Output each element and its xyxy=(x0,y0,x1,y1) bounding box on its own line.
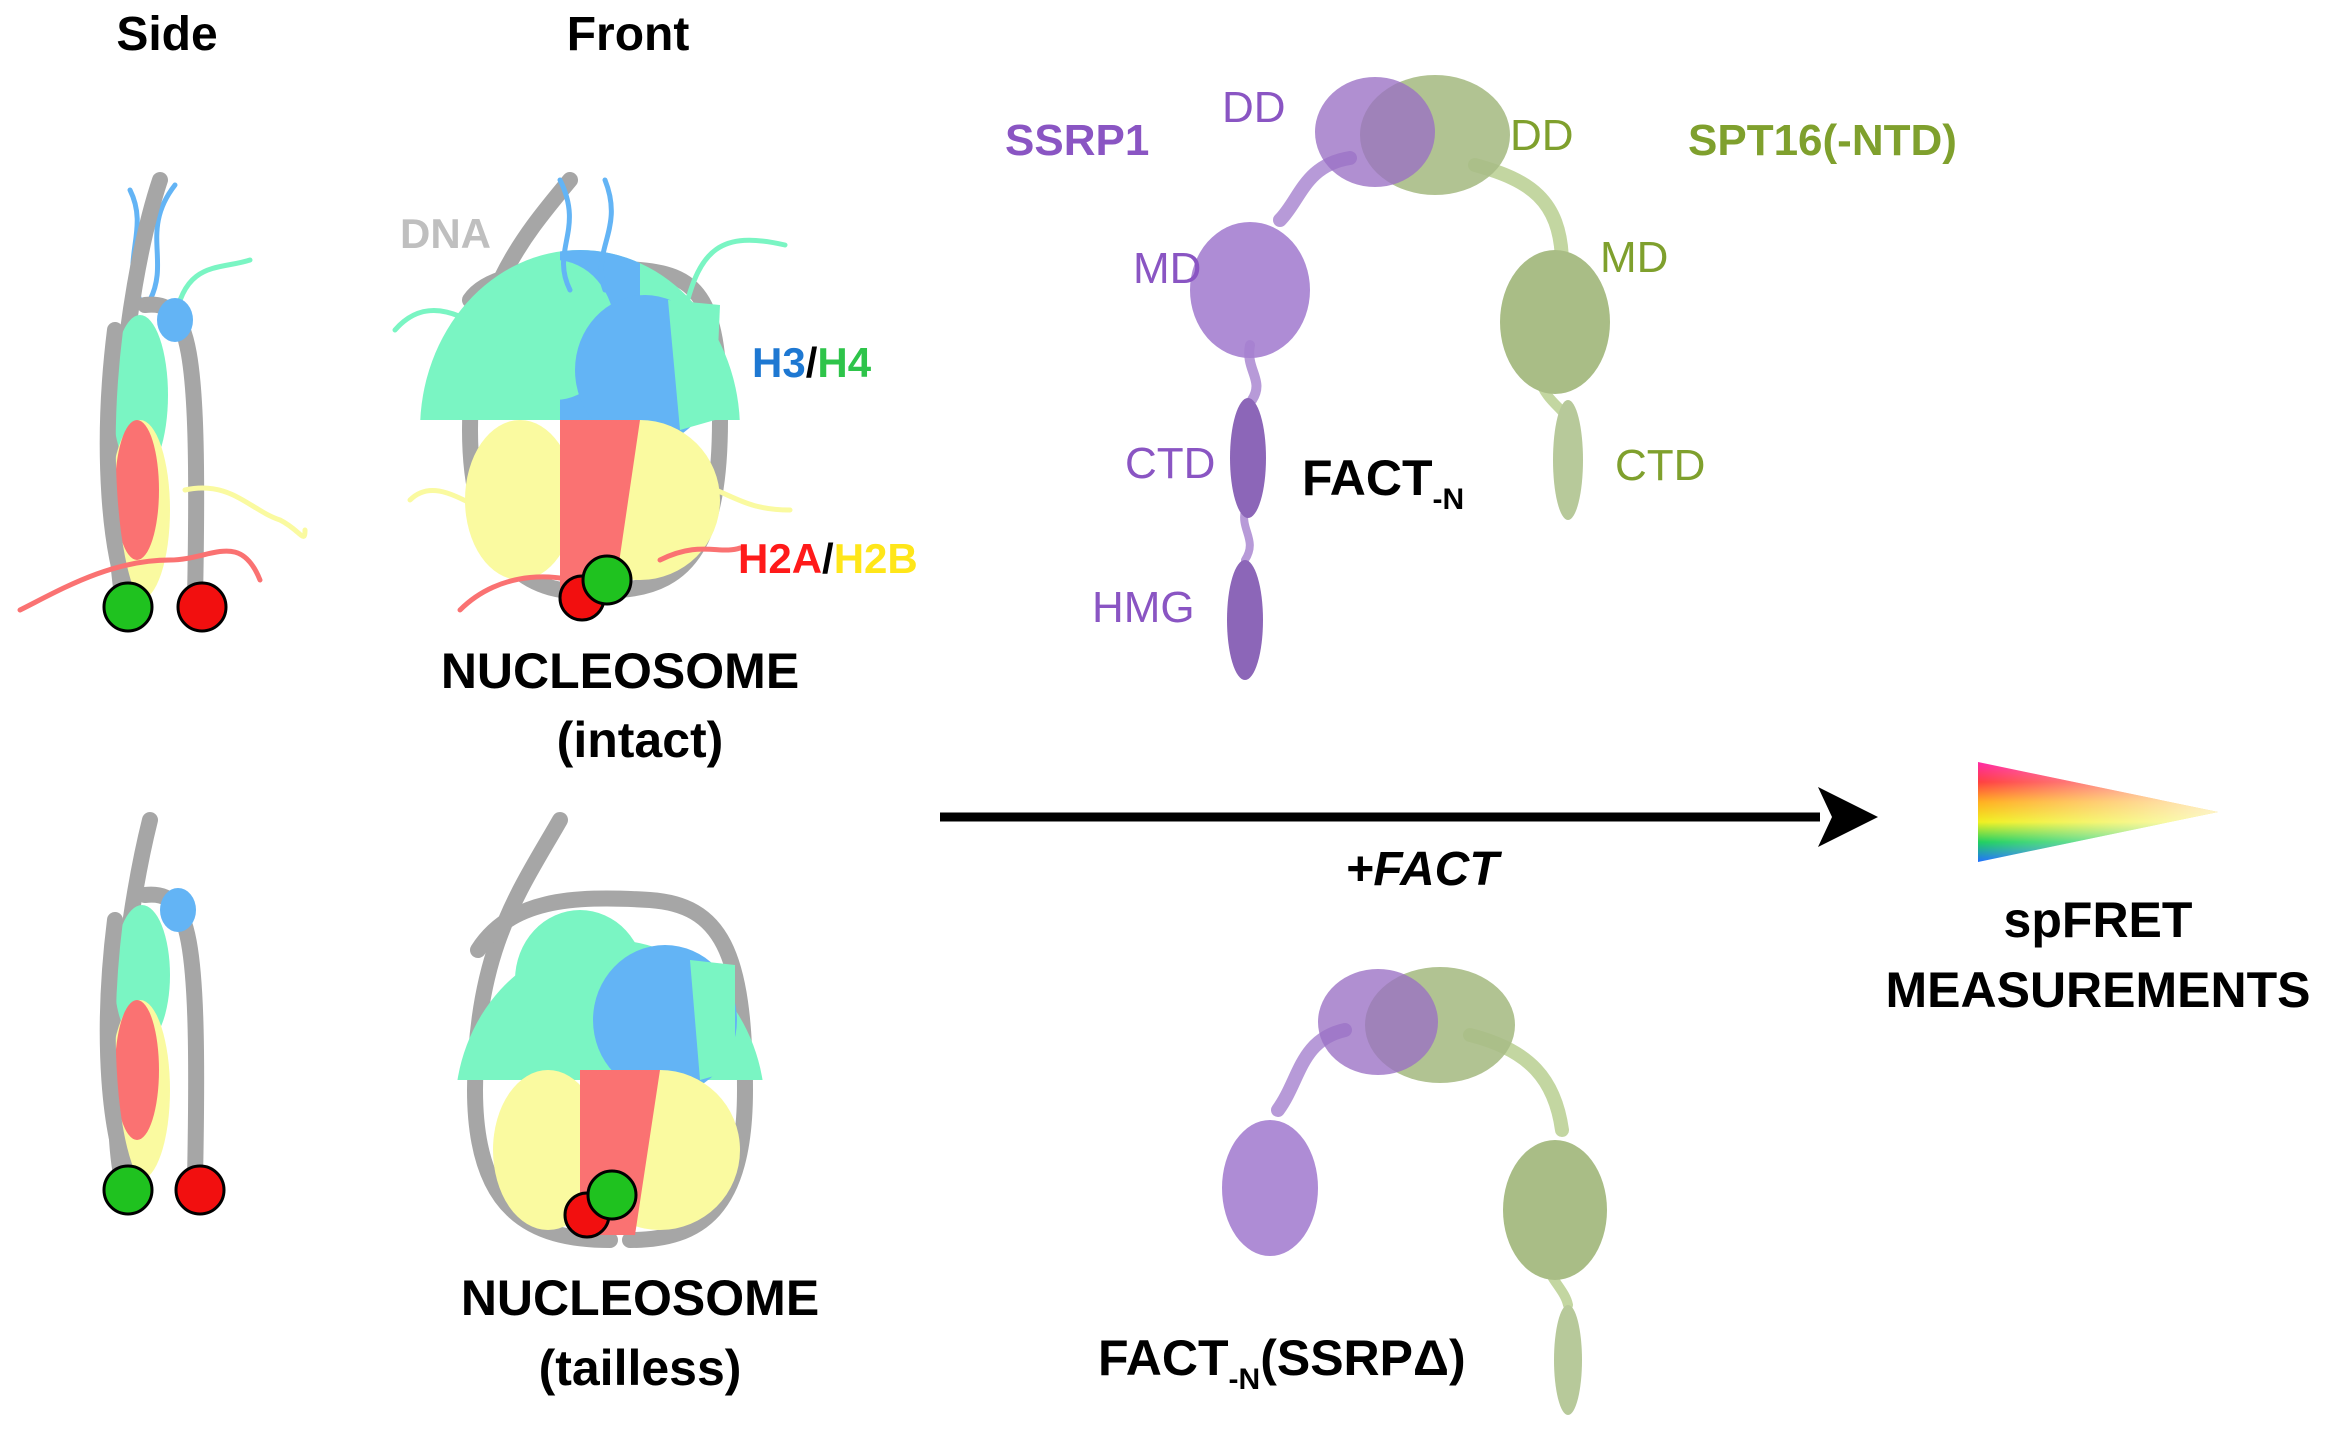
fact-n-complex xyxy=(1190,75,1610,680)
h2a-core xyxy=(560,420,640,590)
fact-delta-main: FACT xyxy=(1098,1330,1229,1386)
h2a-tail xyxy=(657,545,743,563)
dna-strand xyxy=(99,912,138,1188)
h4-tail xyxy=(392,308,513,348)
arrow-head xyxy=(1818,787,1878,847)
spectrum-wedge-fade xyxy=(1978,762,2218,862)
fact-n-ssrp-delta-label: FACT-N(SSRPΔ) xyxy=(1098,1330,1466,1396)
ssrp1-md xyxy=(1222,1120,1318,1256)
ssrp1-dd-label: DD xyxy=(1222,83,1286,132)
h3-core xyxy=(160,888,196,932)
ssrp1-dd xyxy=(1318,969,1438,1075)
spt16-ctd xyxy=(1553,400,1583,520)
h2b-core xyxy=(493,1070,603,1230)
spt16-md-label: MD xyxy=(1600,233,1668,282)
spt16-ctd-label: CTD xyxy=(1615,441,1705,490)
h3-label: H3 xyxy=(752,339,806,386)
slash-label: / xyxy=(822,535,834,582)
h2b-label: H2B xyxy=(834,535,918,582)
donor-dye xyxy=(581,554,633,606)
fact-delta-rest: (SSRPΔ) xyxy=(1260,1330,1465,1386)
donor-dye xyxy=(586,1169,638,1221)
ssrp1-hmg xyxy=(1227,560,1263,680)
h2a-label: H2A xyxy=(738,535,822,582)
fact-delta-subscript: -N xyxy=(1229,1363,1261,1396)
dna-strand xyxy=(462,172,608,600)
h4-lobe-right xyxy=(668,300,720,430)
ssrp1-label: SSRP1 xyxy=(1005,116,1149,165)
h2a-core xyxy=(115,420,159,560)
dna-strand xyxy=(99,322,138,608)
front-view-tailless xyxy=(455,812,765,1248)
donor-dye xyxy=(102,1164,154,1216)
h4-label: H4 xyxy=(817,339,871,386)
spfret-wedge xyxy=(1978,762,2218,862)
ssrp1-hmg-label: HMG xyxy=(1092,583,1195,632)
fact-n-ssrp-delta-complex xyxy=(1222,967,1607,1415)
nucleosome-intact-subtitle: (intact) xyxy=(557,712,724,768)
spt16-linker xyxy=(1468,158,1569,267)
h2b-tail xyxy=(682,477,793,513)
acceptor-dye xyxy=(174,1164,226,1216)
spt16-md xyxy=(1503,1140,1607,1280)
h2b-tail xyxy=(407,487,523,523)
h3-tail xyxy=(557,177,573,293)
h2a-tail xyxy=(17,548,263,613)
ssrp1-dd xyxy=(1315,77,1435,187)
spfret-label: spFRET xyxy=(2004,892,2193,948)
acceptor-dye xyxy=(176,581,228,633)
nucleosome-tailless-title: NUCLEOSOME xyxy=(461,1270,819,1326)
side-view-tailless xyxy=(99,812,226,1216)
slash-label: / xyxy=(806,339,818,386)
front-view-intact xyxy=(392,172,793,622)
fact-n-subscript: -N xyxy=(1433,483,1465,516)
h2a-core xyxy=(115,1000,159,1140)
ssrp1-ctd-label: CTD xyxy=(1125,439,1215,488)
spt16-md xyxy=(1500,250,1610,394)
histone-h2ah2b-label: H2A/H2B xyxy=(738,535,918,582)
spt16-label: SPT16(-NTD) xyxy=(1688,116,1957,165)
nucleosome-intact-title: NUCLEOSOME xyxy=(441,643,799,699)
reaction-arrow xyxy=(940,787,1878,847)
dna-strand xyxy=(470,890,753,1248)
histone-h3h4-label: H3/H4 xyxy=(752,339,872,386)
donor-dye xyxy=(102,581,154,633)
h2b-core xyxy=(465,420,575,580)
h4-lobe-right xyxy=(690,960,735,1080)
ssrp1-ctd xyxy=(1230,398,1266,518)
h3-core xyxy=(157,298,193,342)
front-label: Front xyxy=(567,8,690,61)
spt16-dd-label: DD xyxy=(1510,111,1574,160)
side-view-intact xyxy=(17,172,308,633)
h3-tail xyxy=(598,177,614,293)
dna-label: DNA xyxy=(400,210,491,257)
side-label: Side xyxy=(116,8,217,61)
measurements-label: MEASUREMENTS xyxy=(1885,962,2310,1018)
h3-tail xyxy=(147,182,178,303)
spt16-ctd xyxy=(1554,1305,1582,1415)
h4-tail xyxy=(682,237,788,313)
dna-strand xyxy=(137,886,205,1203)
h2b-tail xyxy=(182,485,308,539)
nucleosome-tailless-subtitle: (tailless) xyxy=(539,1340,742,1396)
fact-n-main: FACT xyxy=(1302,450,1433,506)
arrow-label: +FACT xyxy=(1345,843,1502,896)
ssrp1-md-label: MD xyxy=(1133,244,1201,293)
ssrp1-md xyxy=(1190,222,1310,358)
fact-n-label: FACT-N xyxy=(1302,450,1464,516)
